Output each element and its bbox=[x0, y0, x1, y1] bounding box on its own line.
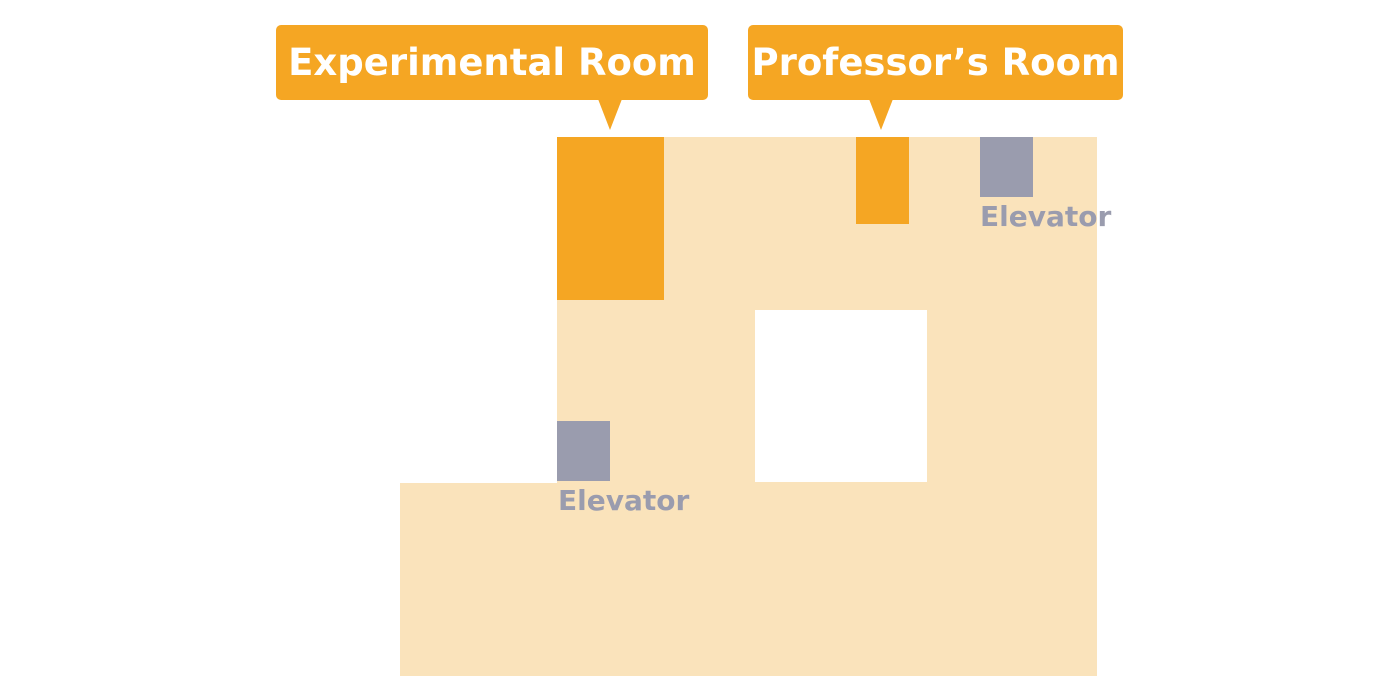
elevator-top[interactable] bbox=[980, 137, 1033, 197]
elevator-bottom[interactable] bbox=[557, 421, 610, 481]
floor-lower-wing bbox=[400, 483, 1097, 676]
elevator-top-label: Elevator bbox=[980, 200, 1112, 233]
professors-room-callout: Professor’s Room bbox=[748, 25, 1123, 100]
experimental-room-callout-pointer bbox=[598, 99, 622, 130]
elevator-bottom-label: Elevator bbox=[558, 484, 690, 517]
professors-room[interactable] bbox=[856, 137, 909, 224]
professors-room-callout-pointer bbox=[869, 99, 893, 130]
experimental-room[interactable] bbox=[557, 137, 664, 300]
experimental-room-callout: Experimental Room bbox=[276, 25, 708, 100]
courtyard bbox=[755, 310, 927, 482]
